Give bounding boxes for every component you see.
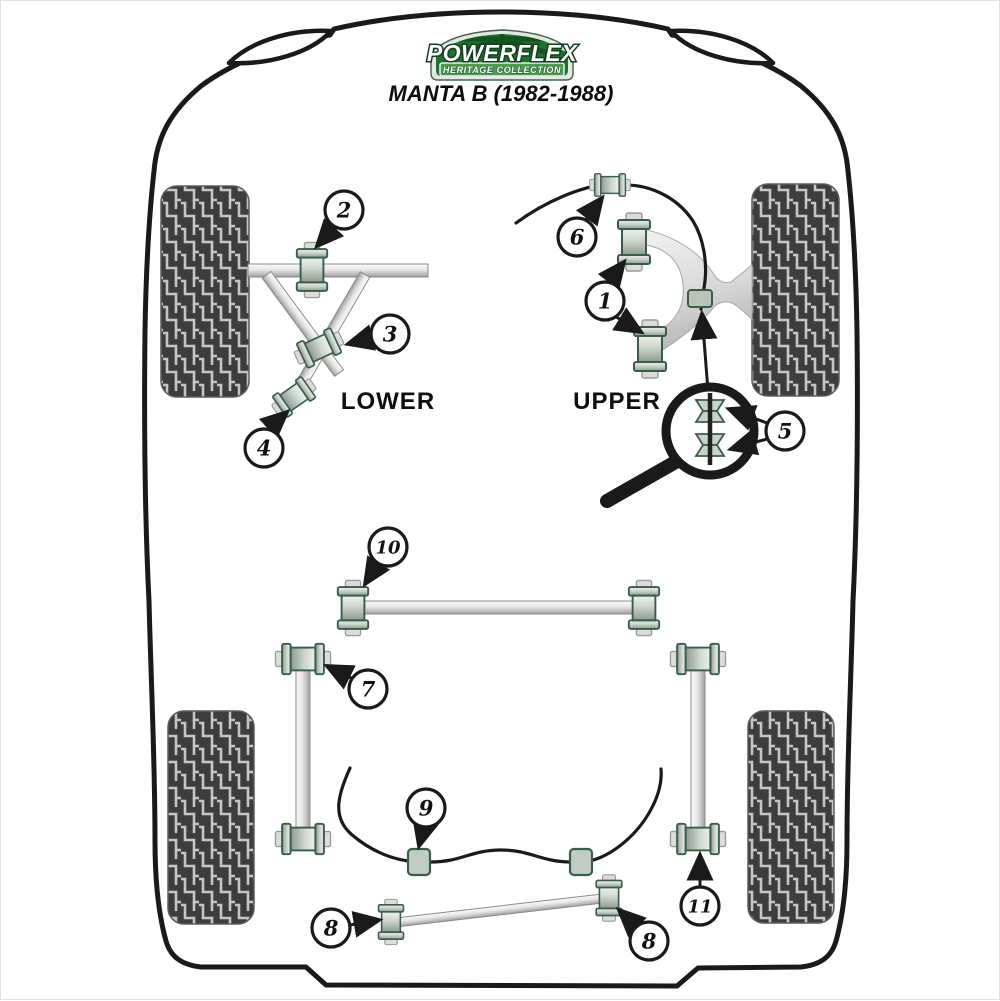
callout-1	[584, 280, 626, 322]
badge-band	[439, 62, 565, 77]
rear-suspension	[274, 579, 727, 946]
bushing-8-left	[377, 898, 405, 946]
callout-2-number: 2	[336, 198, 352, 223]
headlight-right	[668, 28, 776, 66]
callout-10-number: 10	[375, 537, 401, 558]
callout-4-number: 4	[257, 436, 272, 461]
badge-collection-text: HERITAGE COLLECTION	[443, 65, 561, 75]
callout-3-number: 3	[383, 322, 398, 347]
tire-rear-right	[747, 710, 835, 924]
callout-6-number: 6	[570, 225, 585, 250]
tire-rear-left	[167, 710, 255, 925]
bushing-5-location	[687, 289, 713, 308]
headlight-left	[226, 28, 334, 66]
bushing-8-right	[595, 873, 623, 923]
callout-8-left-number: 8	[323, 916, 339, 941]
rear-tie-bar	[353, 600, 645, 615]
bushing-10-right	[627, 579, 661, 637]
callout-11-number: 11	[687, 896, 712, 917]
callout-6	[556, 216, 598, 258]
anti-roll-bar	[337, 766, 663, 864]
bushing-11-right-bottom	[669, 822, 727, 856]
front-lower-arm	[247, 241, 429, 422]
bushing-4	[266, 372, 322, 422]
union-jack-motif	[455, 34, 549, 56]
rear-lower-tie-rod	[389, 892, 610, 929]
callout-5	[764, 410, 806, 452]
callout-10	[367, 526, 409, 568]
callout-9-number: 9	[419, 796, 434, 821]
callout-7-number: 7	[361, 677, 376, 702]
bushing-6	[589, 173, 631, 197]
callout-3	[369, 313, 411, 355]
callout-5-number: 5	[778, 419, 793, 444]
bushing-5-detail	[694, 393, 726, 465]
magnifier-pointer	[690, 309, 718, 392]
trailing-arm-left	[295, 660, 311, 838]
bushing-10-left	[336, 579, 370, 637]
tire-front-right	[751, 183, 840, 397]
callout-7	[347, 668, 389, 710]
bushing-9-clamp-right	[568, 847, 594, 877]
callout-9	[405, 787, 447, 829]
callout-11	[679, 885, 721, 927]
model-title: MANTA B (1982-1988)	[389, 81, 614, 106]
callouts: 1 2 3 4 5 6 7 8 8 9	[243, 189, 806, 962]
magnifier-handle	[600, 453, 686, 508]
trailing-arm-right	[690, 660, 706, 838]
callout-8-right	[628, 920, 670, 962]
label-lower: LOWER	[341, 388, 435, 415]
callout-4	[243, 427, 285, 469]
bushing-7-left-top	[274, 642, 332, 676]
badge-brand-text: POWERFLEX	[427, 40, 578, 66]
lower-arm-crossbar	[247, 263, 429, 278]
callout-8-left	[310, 907, 352, 949]
tire-front-left	[160, 185, 250, 398]
callout-1-number: 1	[598, 289, 613, 314]
bushing-2	[295, 241, 329, 299]
powerflex-badge: POWERFLEX HERITAGE COLLECTION	[425, 29, 579, 81]
front-upper-arm	[514, 173, 753, 379]
label-upper: UPPER	[573, 388, 661, 415]
chassis-rail-curve	[514, 183, 708, 311]
bushing-1-lower	[633, 319, 667, 379]
bushing-left-bottom	[274, 822, 332, 856]
callout-2	[323, 189, 365, 231]
bushing-9-clamp-left	[406, 847, 432, 877]
callout-8-right-number: 8	[641, 929, 657, 954]
bushing-right-top	[669, 642, 727, 676]
